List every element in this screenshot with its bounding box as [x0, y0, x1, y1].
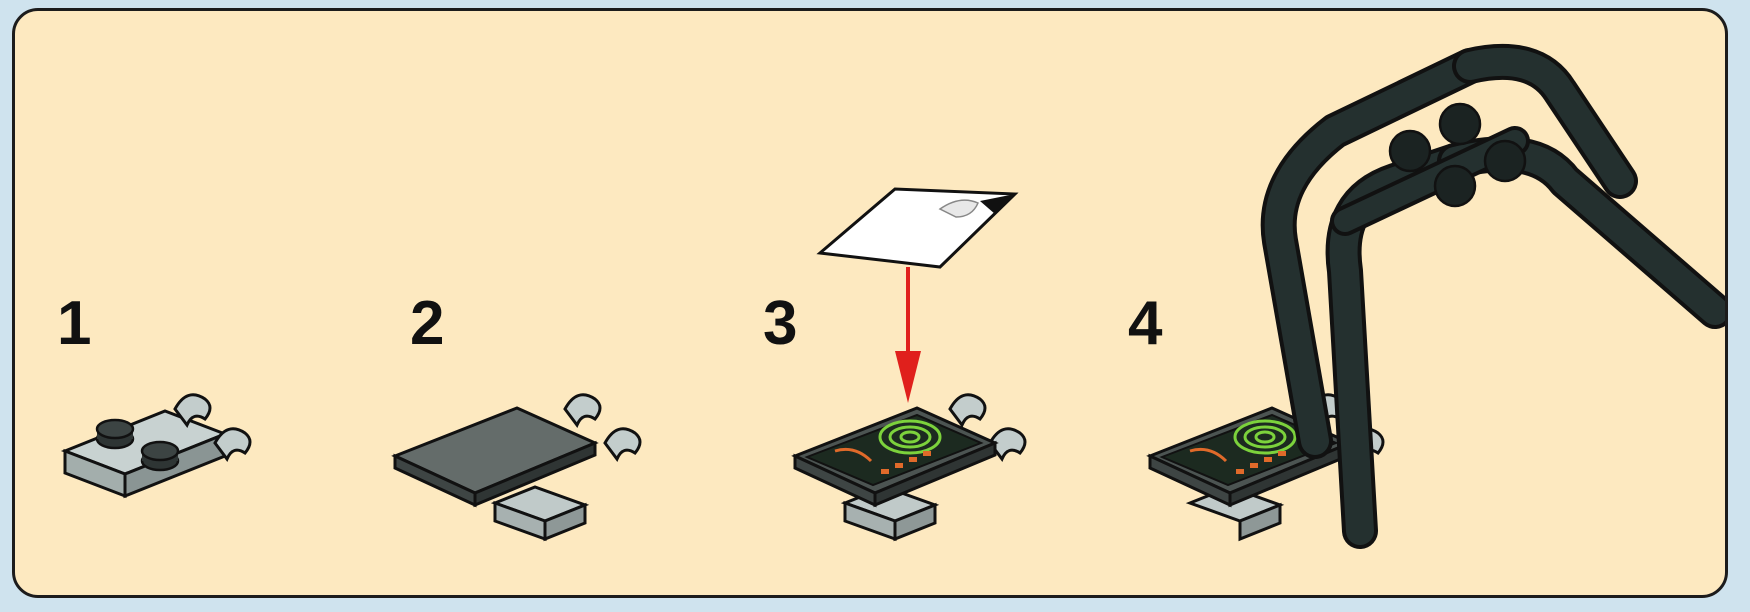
step2-tile-assembly	[395, 395, 640, 539]
arrow-head	[895, 351, 921, 403]
black-frame-part	[1279, 62, 1715, 531]
step3-sticker-assembly	[795, 189, 1025, 539]
step1-plate-with-clips	[65, 395, 250, 496]
instruction-panel: 1 2 3 4	[12, 8, 1728, 598]
assembly-illustration	[15, 11, 1728, 598]
step4-frame-assembly	[1150, 62, 1715, 539]
